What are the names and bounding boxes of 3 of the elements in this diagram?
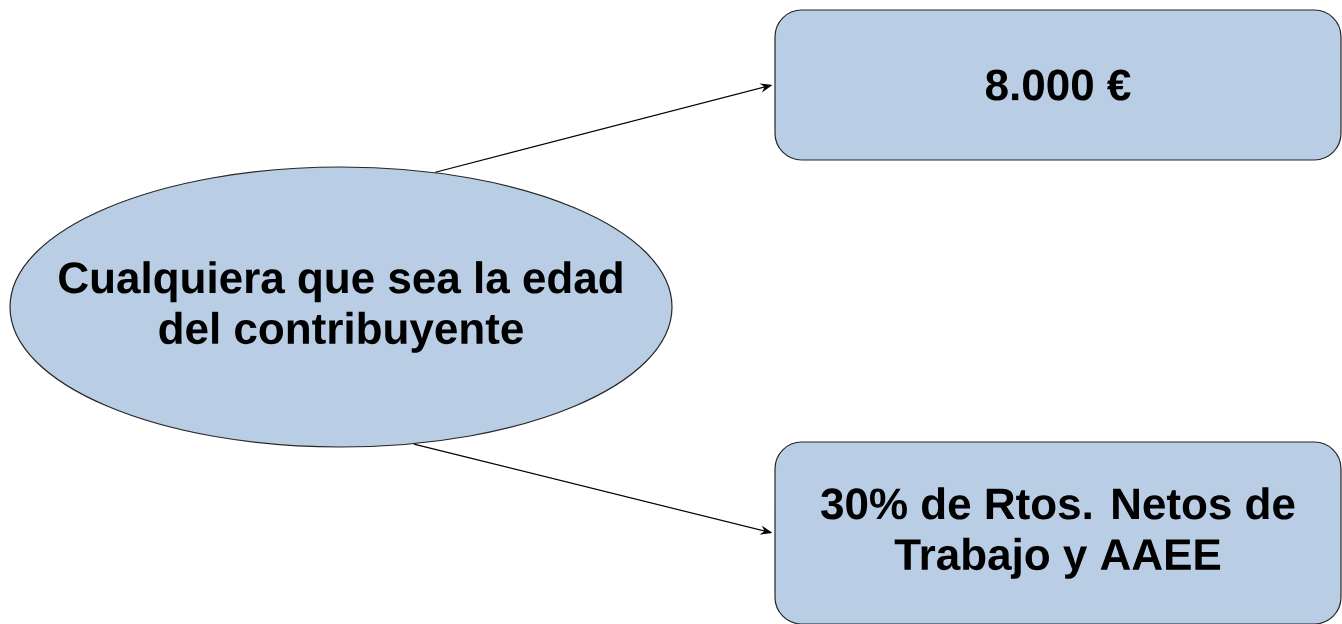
- rounded-box: 30% de Rtos. Netos de Trabajo y AAEE: [774, 441, 1342, 624]
- ellipse-node: Cualquiera que sea la edad del contribuyente: [9, 166, 673, 448]
- rounded-box: 8.000 €: [774, 9, 1342, 161]
